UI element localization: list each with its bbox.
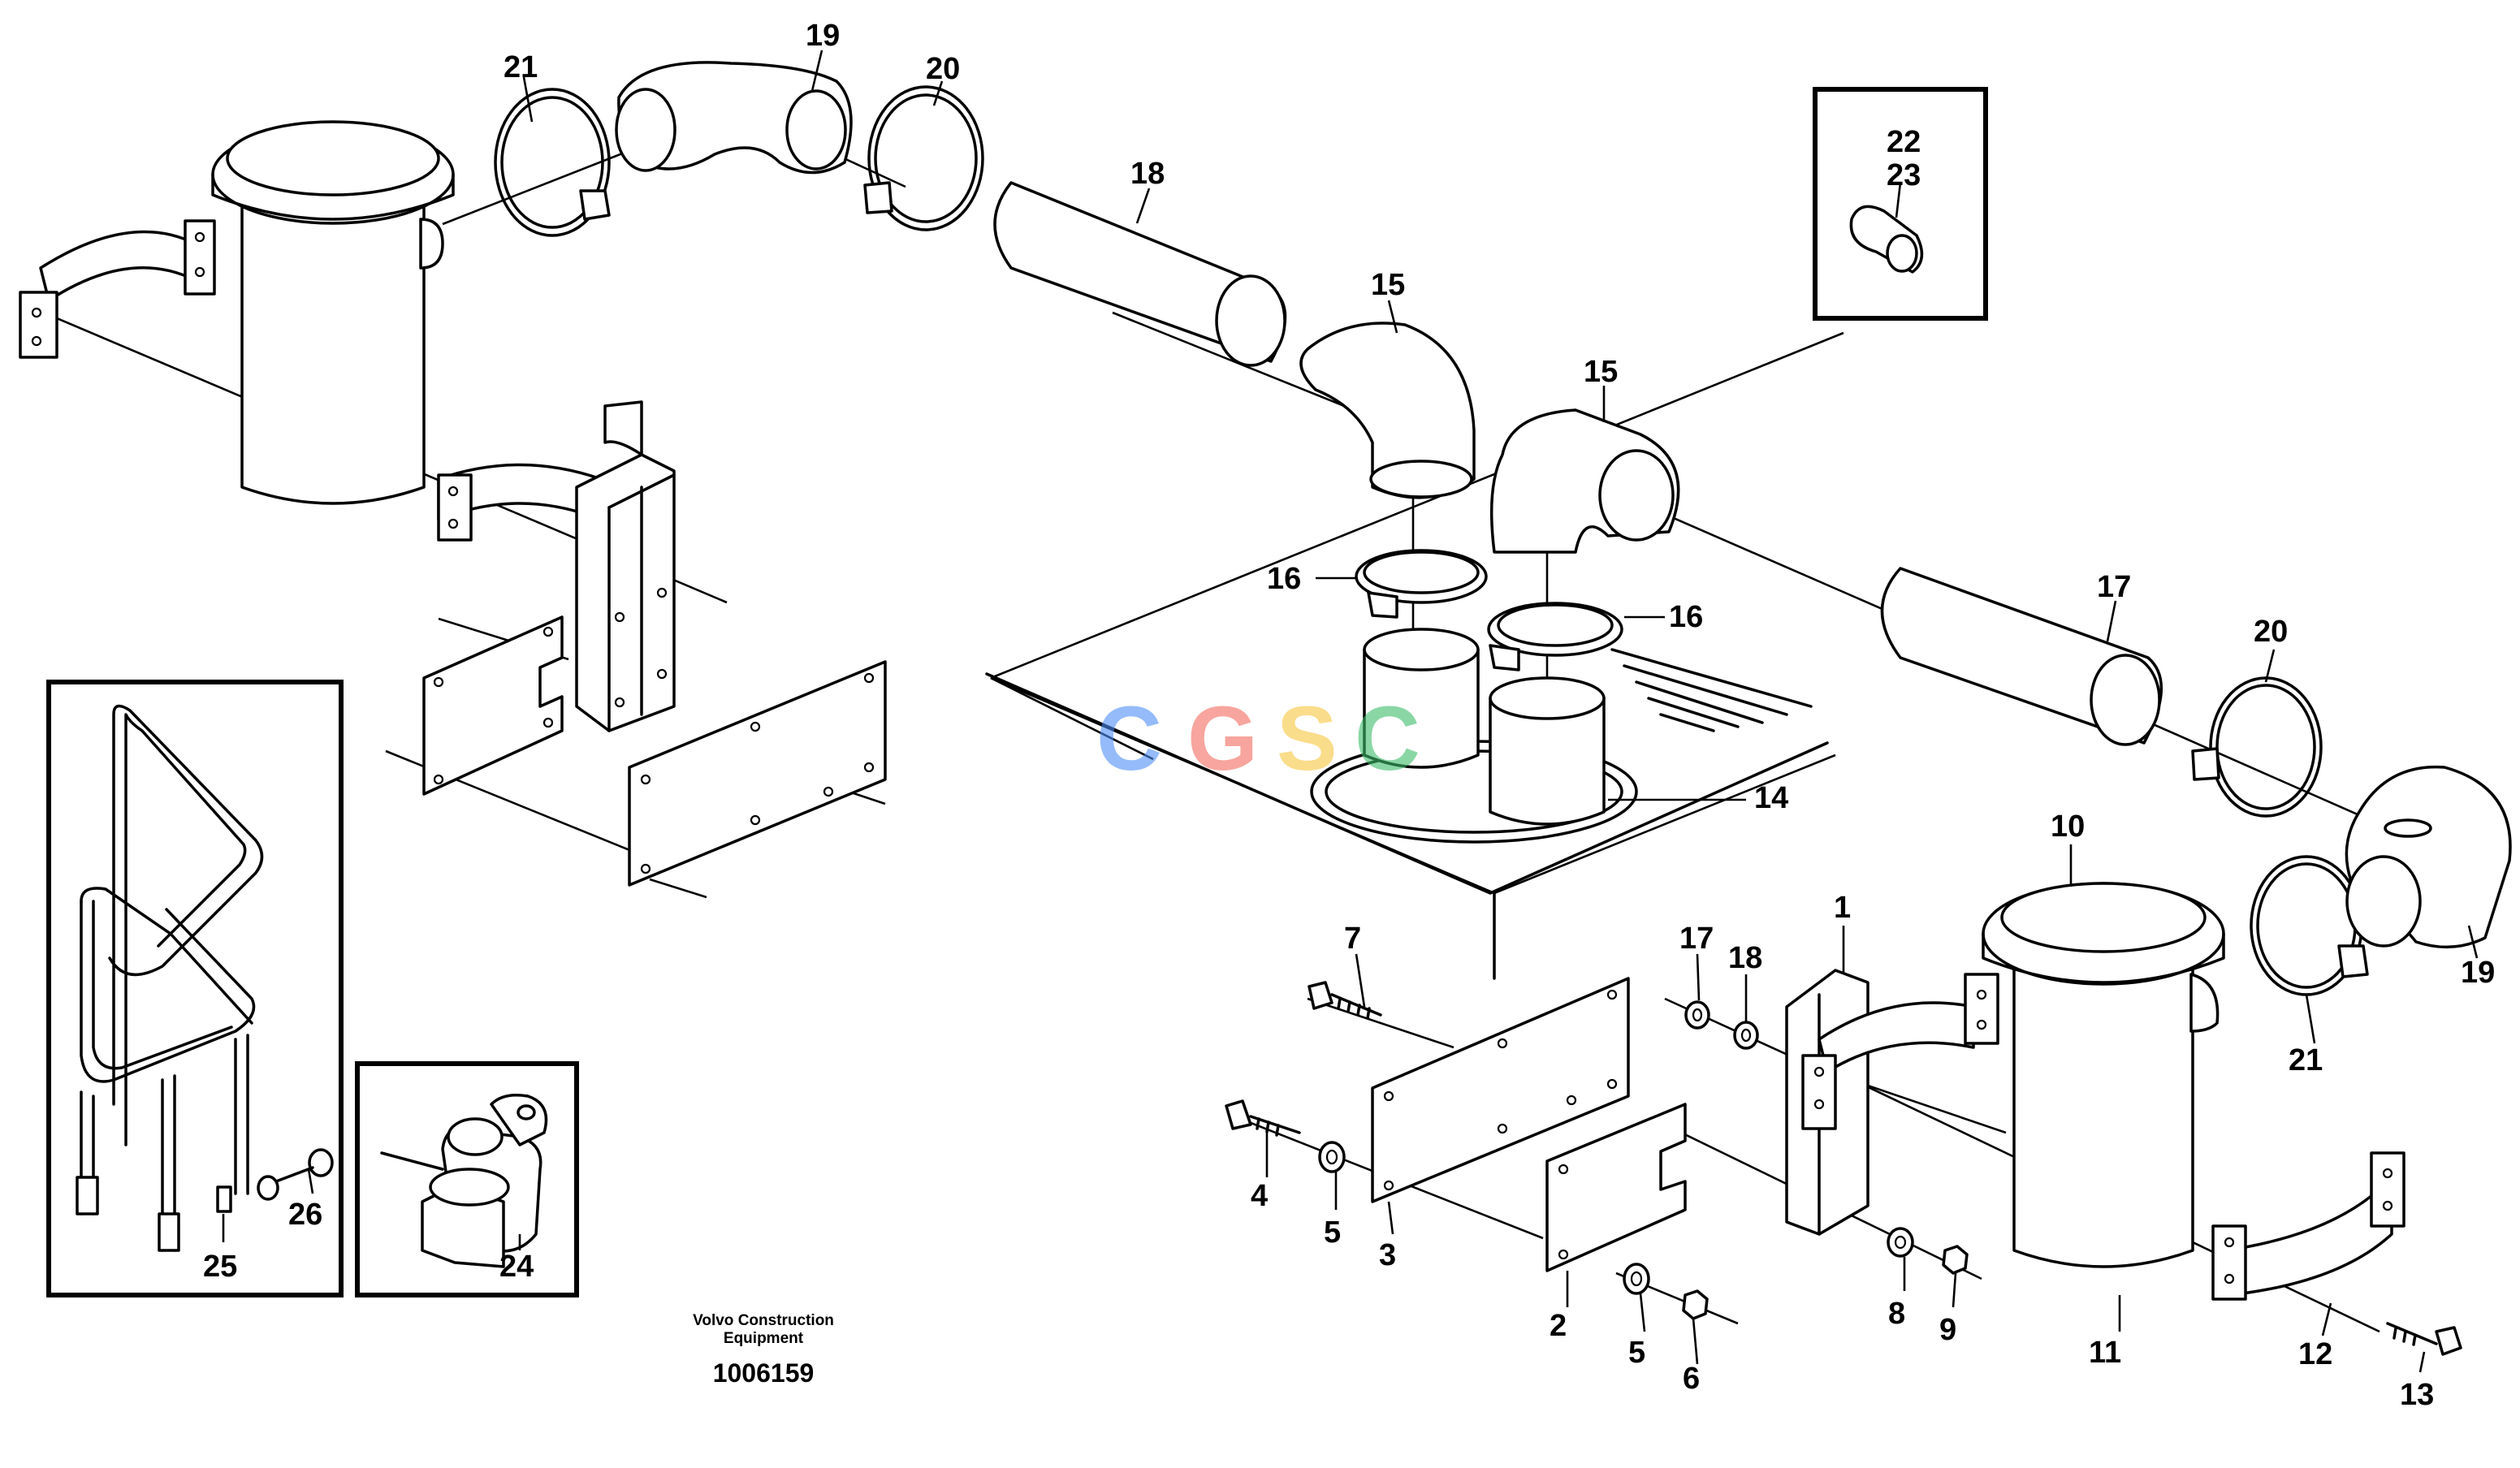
pipe-18: [993, 181, 1287, 367]
callout-2: 2: [1550, 1309, 1567, 1343]
hose-clamp-20-left: [863, 85, 984, 231]
callout-16-left: 16: [1267, 562, 1301, 596]
plate-right-2: [1545, 1103, 1687, 1272]
air-cleaner-right: [1982, 882, 2225, 1268]
elbow-hose-19-top: [615, 61, 853, 175]
watermark-letter-2: G: [1187, 688, 1258, 789]
caption-brand-line-1: Volvo Construction: [693, 1312, 834, 1329]
document-number: 1006159: [713, 1358, 815, 1388]
bracket-left: [437, 400, 676, 732]
band-clamp-left-upper: [19, 219, 216, 359]
inset-box-22-23: 22 23: [1813, 87, 1988, 321]
inset-box-handrail: 25 26: [46, 680, 344, 1297]
washer-18: [1733, 1021, 1759, 1050]
inset-box-pump: 24: [355, 1061, 579, 1297]
air-cleaner-left: [211, 120, 455, 505]
sleeve-a: [1363, 628, 1480, 769]
caption: Volvo Construction Equipment 1006159: [693, 1312, 834, 1388]
callout-20-right: 20: [2254, 615, 2288, 649]
callout-14: 14: [1754, 781, 1788, 815]
callout-18-lower: 18: [1728, 941, 1762, 975]
callout-10: 10: [2051, 810, 2085, 844]
hose-clamp-21-left: [494, 88, 611, 237]
washer-5-lower: [1623, 1263, 1650, 1295]
callout-15-left: 15: [1371, 268, 1405, 302]
callout-9: 9: [1939, 1313, 1956, 1347]
hose-clamp-16-a: [1355, 549, 1488, 619]
callout-26: 26: [288, 1198, 322, 1232]
callout-11: 11: [2089, 1336, 2121, 1370]
washer-8: [1887, 1227, 1914, 1258]
callout-18-top: 18: [1130, 157, 1165, 191]
callout-4: 4: [1251, 1179, 1268, 1213]
callout-19-top: 19: [806, 19, 840, 53]
callout-21-top: 21: [504, 50, 538, 84]
callout-25: 25: [203, 1250, 237, 1284]
caption-brand-line-2: Equipment: [724, 1330, 804, 1347]
callout-19-right: 19: [2461, 956, 2495, 990]
watermark: C G S C: [1096, 688, 1420, 789]
nut-6: [1682, 1289, 1709, 1320]
band-clamp-right-lower: [2211, 1151, 2405, 1301]
nut-9: [1942, 1245, 1969, 1275]
watermark-letter-4: C: [1355, 688, 1420, 789]
hose-clamp-16-b: [1487, 602, 1623, 671]
callout-1: 1: [1834, 891, 1851, 925]
callout-5-left: 5: [1324, 1215, 1341, 1250]
bolt-13: [2386, 1322, 2462, 1356]
plate-left-3: [628, 660, 887, 887]
bracket-right: [1785, 969, 1999, 1236]
callout-3: 3: [1379, 1238, 1396, 1272]
bolt-4: [1225, 1099, 1301, 1137]
washer-5-left: [1318, 1141, 1346, 1173]
callout-22: 22: [1887, 125, 1921, 159]
watermark-letter-3: S: [1277, 688, 1338, 789]
callout-23: 23: [1887, 158, 1921, 192]
callout-numbers: 21 19 20 18 15 15 16 16 17 20 14 10 19 2…: [504, 19, 2495, 1412]
plate-right-3: [1371, 977, 1630, 1203]
callout-7: 7: [1344, 922, 1361, 956]
callout-6: 6: [1683, 1362, 1700, 1396]
plate-left-2: [422, 615, 564, 796]
washer-17: [1684, 1000, 1710, 1030]
callout-24: 24: [499, 1250, 534, 1284]
elbow-15-b: [1489, 408, 1680, 554]
callout-5-lower: 5: [1628, 1336, 1645, 1370]
elbow-15-a: [1299, 322, 1476, 499]
callout-13: 13: [2400, 1378, 2434, 1412]
callout-12: 12: [2298, 1337, 2332, 1371]
callout-17-lower: 17: [1679, 922, 1714, 956]
watermark-letter-1: C: [1096, 688, 1162, 789]
pipe-17: [1880, 567, 2163, 746]
callout-leaders: [522, 50, 2479, 1373]
bolt-7: [1308, 981, 1382, 1020]
callout-20-top: 20: [926, 52, 960, 86]
elbow-hose-19-right: [2345, 765, 2512, 949]
callout-15-right: 15: [1584, 355, 1618, 389]
callout-8: 8: [1888, 1297, 1905, 1331]
callout-21-right: 21: [2289, 1043, 2323, 1077]
callout-17-top: 17: [2097, 570, 2131, 604]
callout-16-right: 16: [1669, 600, 1703, 634]
hose-clamp-20-right: [2191, 676, 2323, 818]
sleeve-b: [1489, 676, 1606, 826]
